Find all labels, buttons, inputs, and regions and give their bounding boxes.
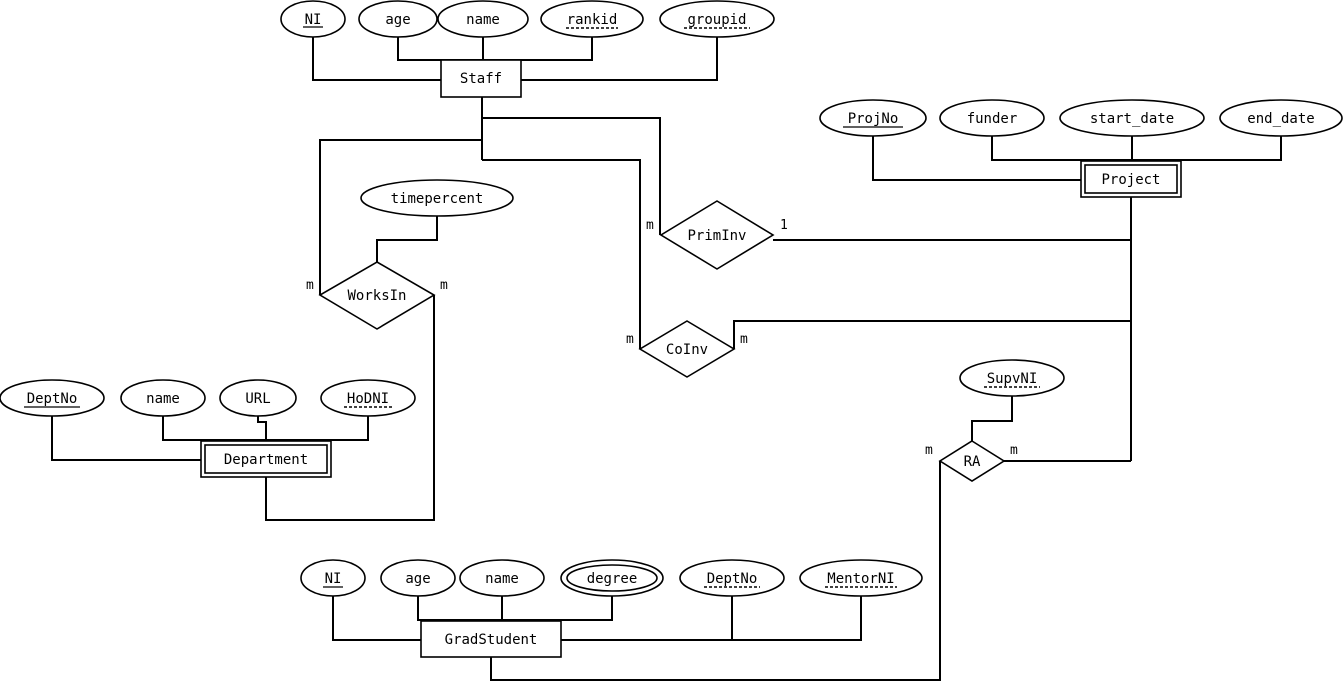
attr-department-hodni: HoDNI <box>320 379 416 417</box>
connector-lines <box>51 37 1282 681</box>
attr-worksin-timepercent: timepercent <box>360 179 514 217</box>
entity-department: Department <box>200 440 332 478</box>
attr-project-start-date-label: start_date <box>1090 111 1174 127</box>
attr-gradstudent-age: age <box>380 559 456 597</box>
attr-project-start-date: start_date <box>1059 99 1205 137</box>
attr-department-deptno-label: DeptNo <box>27 391 78 407</box>
attr-staff-age: age <box>358 0 438 38</box>
attr-staff-groupid-label: groupid <box>687 12 746 28</box>
relationship-priminv-label: PrimInv <box>687 228 746 244</box>
cardinality-labels: m m m 1 m m m m <box>306 218 1018 458</box>
card-priminv-project: 1 <box>780 218 788 233</box>
attr-staff-rankid: rankid <box>540 0 644 38</box>
relationship-worksin: WorksIn <box>318 261 436 330</box>
attr-project-end-date: end_date <box>1219 99 1343 137</box>
card-worksin-staff: m <box>306 278 314 293</box>
attr-gradstudent-ni: NI <box>300 559 366 597</box>
attr-project-funder: funder <box>939 99 1045 137</box>
attr-ra-supvni-label: SupvNI <box>987 371 1038 387</box>
attr-staff-name: name <box>437 0 529 38</box>
attr-staff-name-label: name <box>466 12 500 28</box>
attr-department-deptno: DeptNo <box>0 379 105 417</box>
card-ra-project: m <box>1010 443 1018 458</box>
relationship-ra-label: RA <box>964 454 981 470</box>
card-ra-grad: m <box>925 443 933 458</box>
entity-staff: Staff <box>440 59 522 98</box>
attr-gradstudent-degree-label: degree <box>587 571 638 587</box>
entity-gradstudent-label: GradStudent <box>445 632 538 648</box>
entity-gradstudent: GradStudent <box>420 620 562 658</box>
entity-project: Project <box>1080 160 1182 198</box>
attr-gradstudent-mentorni: MentorNI <box>799 559 923 597</box>
attr-staff-groupid: groupid <box>659 0 775 38</box>
entity-project-label: Project <box>1101 172 1160 188</box>
card-coinv-project: m <box>740 332 748 347</box>
attr-department-url: URL <box>219 379 297 417</box>
attr-gradstudent-name: name <box>459 559 545 597</box>
attr-gradstudent-ni-label: NI <box>325 571 342 587</box>
attr-worksin-timepercent-label: timepercent <box>391 191 484 207</box>
entity-staff-label: Staff <box>460 71 502 87</box>
entity-department-label: Department <box>224 452 308 468</box>
attr-project-funder-label: funder <box>967 111 1018 127</box>
card-priminv-staff: m <box>646 218 654 233</box>
attr-gradstudent-deptno-label: DeptNo <box>707 571 758 587</box>
attr-staff-age-label: age <box>385 12 410 28</box>
attr-department-name: name <box>120 379 206 417</box>
relationship-ra: RA <box>938 440 1006 482</box>
attr-project-end-date-label: end_date <box>1247 111 1314 127</box>
attr-gradstudent-degree: degree <box>560 559 664 597</box>
relationship-worksin-label: WorksIn <box>347 288 406 304</box>
card-coinv-staff: m <box>626 332 634 347</box>
card-worksin-dept: m <box>440 278 448 293</box>
attr-staff-rankid-label: rankid <box>567 12 618 28</box>
attr-department-name-label: name <box>146 391 180 407</box>
attr-staff-ni-label: NI <box>305 12 322 28</box>
relationship-coinv: CoInv <box>638 320 736 378</box>
attr-project-projno: ProjNo <box>819 99 927 137</box>
attr-gradstudent-deptno: DeptNo <box>679 559 785 597</box>
attr-department-url-label: URL <box>245 391 270 407</box>
attr-gradstudent-name-label: name <box>485 571 519 587</box>
relationship-coinv-label: CoInv <box>666 342 708 358</box>
relationship-priminv: PrimInv <box>659 200 775 270</box>
attr-staff-ni: NI <box>280 0 346 38</box>
attr-project-projno-label: ProjNo <box>848 111 899 127</box>
attr-gradstudent-age-label: age <box>405 571 430 587</box>
attr-department-hodni-label: HoDNI <box>347 391 389 407</box>
attr-gradstudent-mentorni-label: MentorNI <box>827 571 894 587</box>
attr-ra-supvni: SupvNI <box>959 359 1065 397</box>
